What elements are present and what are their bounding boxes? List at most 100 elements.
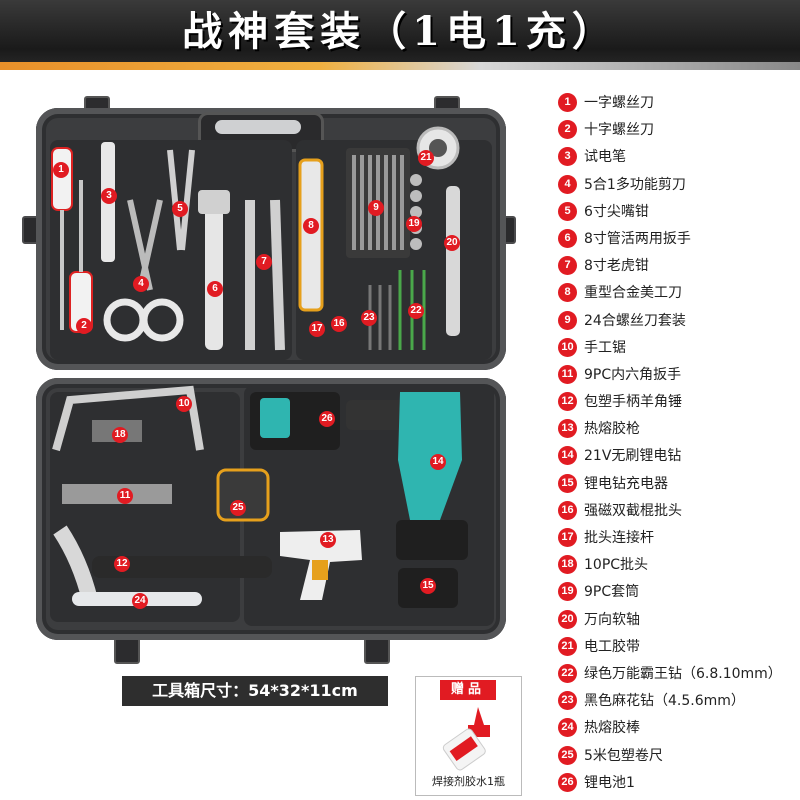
legend-number-badge: 2 <box>558 120 577 140</box>
legend-item: 4 5合1多功能剪刀 <box>558 172 798 199</box>
marker-14: 14 <box>430 454 446 470</box>
legend-number-badge: 24 <box>558 718 577 738</box>
legend-item: 5 6寸尖嘴钳 <box>558 199 798 226</box>
legend-label: 一字螺丝刀 <box>584 95 654 111</box>
legend-item: 9 24合螺丝刀套装 <box>558 308 798 335</box>
legend-label: 热熔胶棒 <box>584 720 640 737</box>
handle-grip <box>215 120 301 134</box>
marker-24: 24 <box>132 593 148 609</box>
legend-label: 绿色万能霸王钻（6.8.10mm） <box>584 665 782 682</box>
legend-label: 10PC批头 <box>584 557 649 574</box>
page-title: 战神套装（1电1充） <box>182 8 618 55</box>
marker-20: 20 <box>444 235 460 251</box>
legend-number-badge: 12 <box>558 392 577 412</box>
glue-bottle-icon <box>442 707 490 771</box>
marker-9: 9 <box>368 200 384 216</box>
legend-label: 试电笔 <box>584 149 626 166</box>
legend-label: 6寸尖嘴钳 <box>584 203 649 220</box>
legend-item: 2 十字螺丝刀 <box>558 117 798 144</box>
marker-4: 4 <box>133 276 149 292</box>
legend-item: 17 批头连接杆 <box>558 525 798 552</box>
marker-18: 18 <box>112 427 128 443</box>
legend-label: 8寸老虎钳 <box>584 258 649 275</box>
marker-6: 6 <box>207 281 223 297</box>
marker-5: 5 <box>172 201 188 217</box>
legend-item: 10 手工锯 <box>558 335 798 362</box>
legend-label: 万向软轴 <box>584 611 640 628</box>
legend-number-badge: 10 <box>558 337 577 357</box>
legend-label: 24合螺丝刀套装 <box>584 312 686 329</box>
legend-label: 包塑手柄羊角锤 <box>584 394 682 411</box>
legend-number-badge: 6 <box>558 228 577 248</box>
legend-number-badge: 13 <box>558 419 577 439</box>
legend-label: 重型合金美工刀 <box>584 285 682 302</box>
legend-item: 24 热熔胶棒 <box>558 715 798 742</box>
banner-accent-strip <box>0 62 800 70</box>
legend-item: 6 8寸管活两用扳手 <box>558 226 798 253</box>
legend-item: 23 黑色麻花钻（4.5.6mm） <box>558 688 798 715</box>
legend-item: 25 5米包塑卷尺 <box>558 743 798 770</box>
marker-21: 21 <box>418 150 434 166</box>
legend-item: 16 强磁双截棍批头 <box>558 498 798 525</box>
legend-item: 22 绿色万能霸王钻（6.8.10mm） <box>558 661 798 688</box>
marker-11: 11 <box>117 488 133 504</box>
marker-26: 26 <box>319 411 335 427</box>
legend-item: 12 包塑手柄羊角锤 <box>558 389 798 416</box>
legend-label: 21V无刷锂电钻 <box>584 448 682 465</box>
legend-number-badge: 1 <box>558 93 577 112</box>
legend-number-badge: 25 <box>558 745 577 765</box>
legend-label: 热熔胶枪 <box>584 421 640 438</box>
legend-number-badge: 9 <box>558 310 577 330</box>
legend-item: 1 一字螺丝刀 <box>558 90 798 117</box>
legend-label: 批头连接杆 <box>584 530 654 546</box>
legend-number-badge: 23 <box>558 691 577 711</box>
legend-label: 手工锯 <box>584 339 626 356</box>
legend-number-badge: 16 <box>558 500 577 520</box>
legend-label: 强磁双截棍批头 <box>584 502 682 519</box>
legend-number-badge: 5 <box>558 201 577 221</box>
marker-3: 3 <box>101 188 117 204</box>
legend-label: 锂电池1 <box>584 774 635 791</box>
marker-23: 23 <box>361 310 377 326</box>
marker-25: 25 <box>230 500 246 516</box>
legend-label: 5合1多功能剪刀 <box>584 176 686 193</box>
gift-caption: 焊接剂胶水1瓶 <box>432 775 505 788</box>
marker-13: 13 <box>320 532 336 548</box>
legend-number-badge: 4 <box>558 174 577 194</box>
marker-19: 19 <box>406 216 422 232</box>
legend-label: 十字螺丝刀 <box>584 122 654 139</box>
marker-1: 1 <box>53 162 69 178</box>
legend-number-badge: 22 <box>558 663 577 683</box>
tools-illustration <box>51 126 468 608</box>
legend-number-badge: 19 <box>558 582 577 602</box>
legend-number-badge: 21 <box>558 636 577 656</box>
legend-number-badge: 17 <box>558 528 577 547</box>
marker-15: 15 <box>420 578 436 594</box>
marker-17: 17 <box>309 321 325 337</box>
gift-box: 赠品 焊接剂胶水1瓶 <box>415 676 522 796</box>
legend-number-badge: 14 <box>558 446 577 466</box>
legend-item: 20 万向软轴 <box>558 607 798 634</box>
marker-8: 8 <box>303 218 319 234</box>
legend-label: 黑色麻花钻（4.5.6mm） <box>584 693 745 710</box>
legend-label: 5米包塑卷尺 <box>584 747 663 764</box>
marker-7: 7 <box>256 254 272 270</box>
marker-10: 10 <box>176 396 192 412</box>
legend-number-badge: 18 <box>558 555 577 575</box>
marker-16: 16 <box>331 316 347 332</box>
legend-label: 8寸管活两用扳手 <box>584 230 691 247</box>
title-banner <box>0 0 800 70</box>
toolbox-size-label: 工具箱尺寸：54*32*11cm <box>122 676 388 706</box>
legend-label: 9PC内六角扳手 <box>584 366 682 383</box>
legend-label: 锂电钻充电器 <box>584 475 668 492</box>
legend-number-badge: 20 <box>558 609 577 629</box>
